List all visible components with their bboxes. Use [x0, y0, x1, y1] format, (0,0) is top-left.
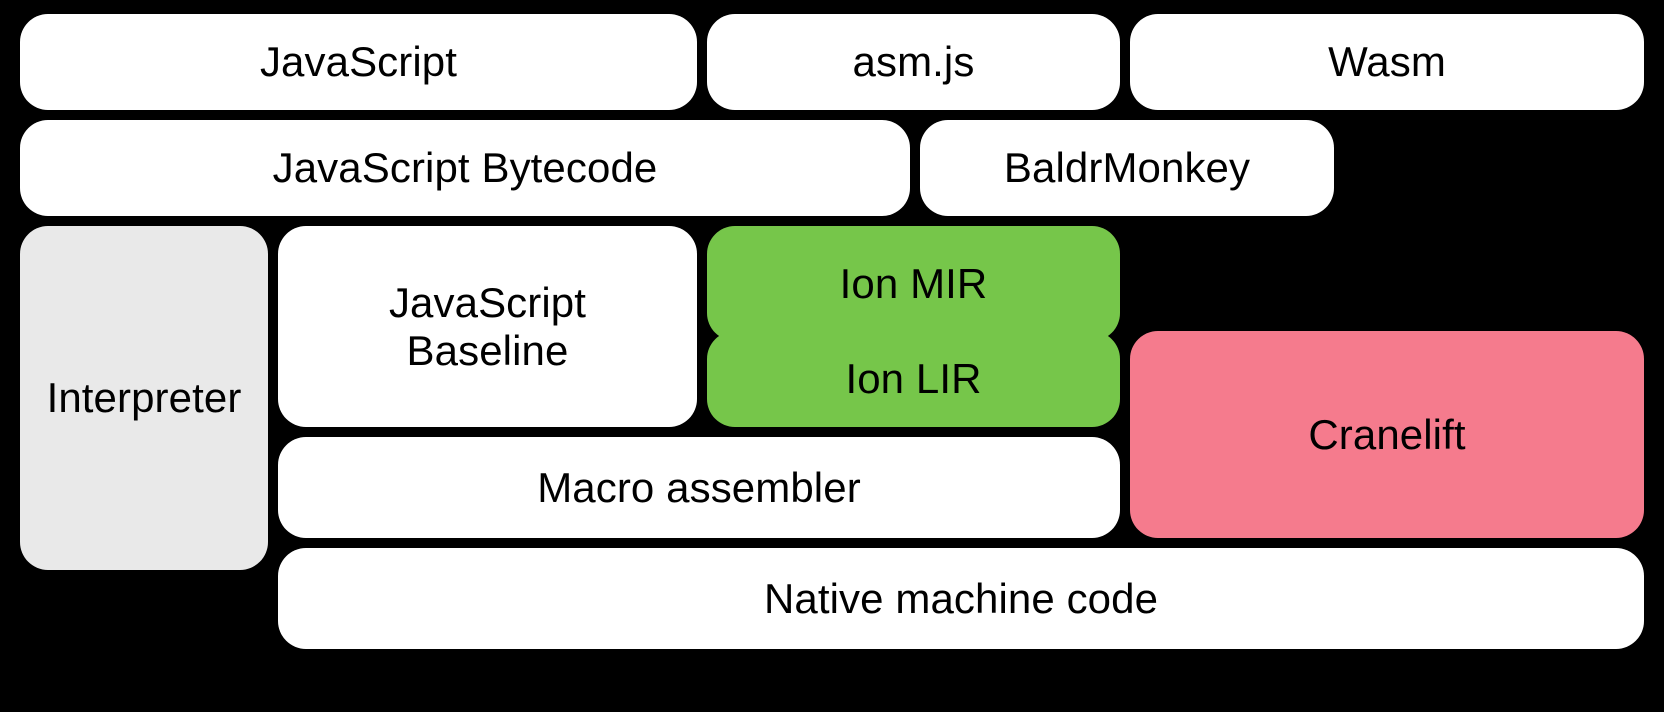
node-ion-mir: Ion MIR	[707, 226, 1120, 341]
node-cranelift: Cranelift	[1130, 331, 1644, 538]
node-wasm: Wasm	[1130, 14, 1644, 110]
node-javascript: JavaScript	[20, 14, 697, 110]
node-ion-lir: Ion LIR	[707, 331, 1120, 427]
node-javascript-bytecode: JavaScript Bytecode	[20, 120, 910, 216]
node-interpreter: Interpreter	[20, 226, 268, 570]
node-javascript-baseline: JavaScript Baseline	[278, 226, 697, 427]
node-macro-assembler: Macro assembler	[278, 437, 1120, 538]
node-asm-js: asm.js	[707, 14, 1120, 110]
node-baldrmonkey: BaldrMonkey	[920, 120, 1334, 216]
node-native-machine-code: Native machine code	[278, 548, 1644, 649]
